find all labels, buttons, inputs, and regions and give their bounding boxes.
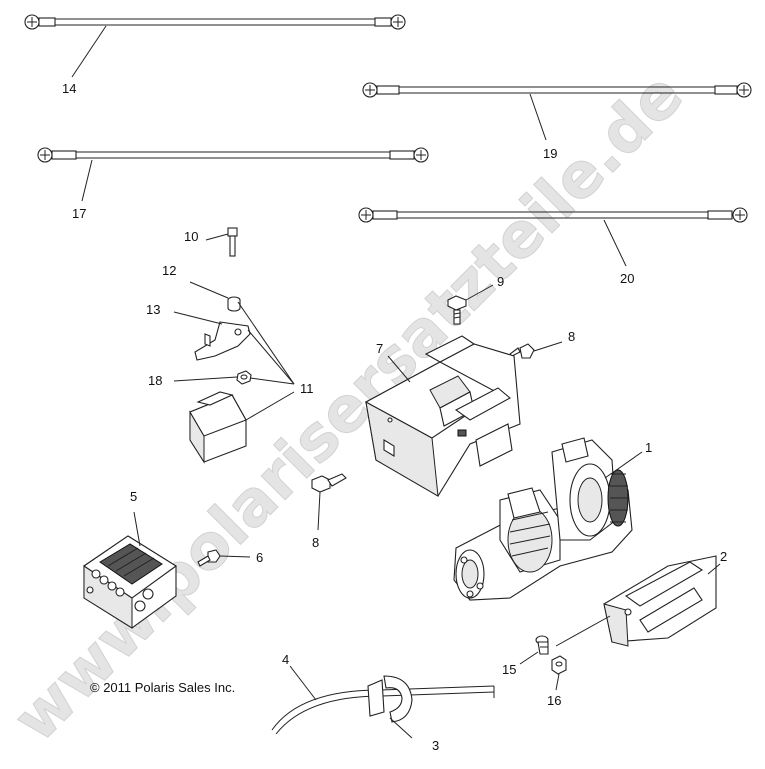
callout-14: 14: [62, 81, 76, 96]
callout-8-lower: 8: [312, 535, 319, 550]
winch-1: [453, 437, 643, 601]
cable-17: [37, 147, 429, 202]
cable-14: [24, 14, 406, 78]
watermark-text: www.polarisersatzteile.de: [0, 58, 697, 756]
relay-5: [83, 511, 177, 629]
callout-8-upper: 8: [568, 329, 575, 344]
winch-mount-7: [364, 335, 521, 497]
copyright-text: © 2011 Polaris Sales Inc.: [90, 680, 235, 695]
fairlead-2: [603, 555, 721, 647]
callout-1: 1: [645, 440, 652, 455]
bolt-15: [519, 615, 611, 665]
callout-6: 6: [256, 550, 263, 565]
callout-19: 19: [543, 146, 557, 161]
bolt-8-upper: [509, 341, 563, 359]
callout-16: 16: [547, 693, 561, 708]
callout-5: 5: [130, 489, 137, 504]
hook-3: [367, 675, 413, 739]
callout-labels: 1 2 3 4 5 6 7 8 8 9 10 11 12 13 14 15 16…: [62, 81, 727, 753]
callout-11: 11: [300, 381, 314, 396]
bolt-9: [447, 284, 494, 325]
kit-box-11: [189, 301, 295, 464]
callout-7: 7: [376, 341, 383, 356]
bracket-13: [173, 311, 251, 361]
callout-9: 9: [497, 274, 504, 289]
bolt-8-lower: [311, 473, 347, 531]
callout-18: 18: [148, 373, 162, 388]
bolt-10: [205, 227, 238, 257]
nut-16: [551, 655, 567, 691]
callout-15: 15: [502, 662, 516, 677]
callout-3: 3: [432, 738, 439, 753]
cable-20: [358, 207, 748, 267]
nut-18: [173, 370, 252, 385]
callout-20: 20: [620, 271, 634, 286]
callout-4: 4: [282, 652, 289, 667]
cable-19: [362, 82, 752, 141]
callout-12: 12: [162, 263, 176, 278]
callout-10: 10: [184, 229, 198, 244]
callout-17: 17: [72, 206, 86, 221]
callout-13: 13: [146, 302, 160, 317]
bolt-6: [197, 549, 251, 567]
callout-2: 2: [720, 549, 727, 564]
spacer-12: [189, 281, 241, 312]
